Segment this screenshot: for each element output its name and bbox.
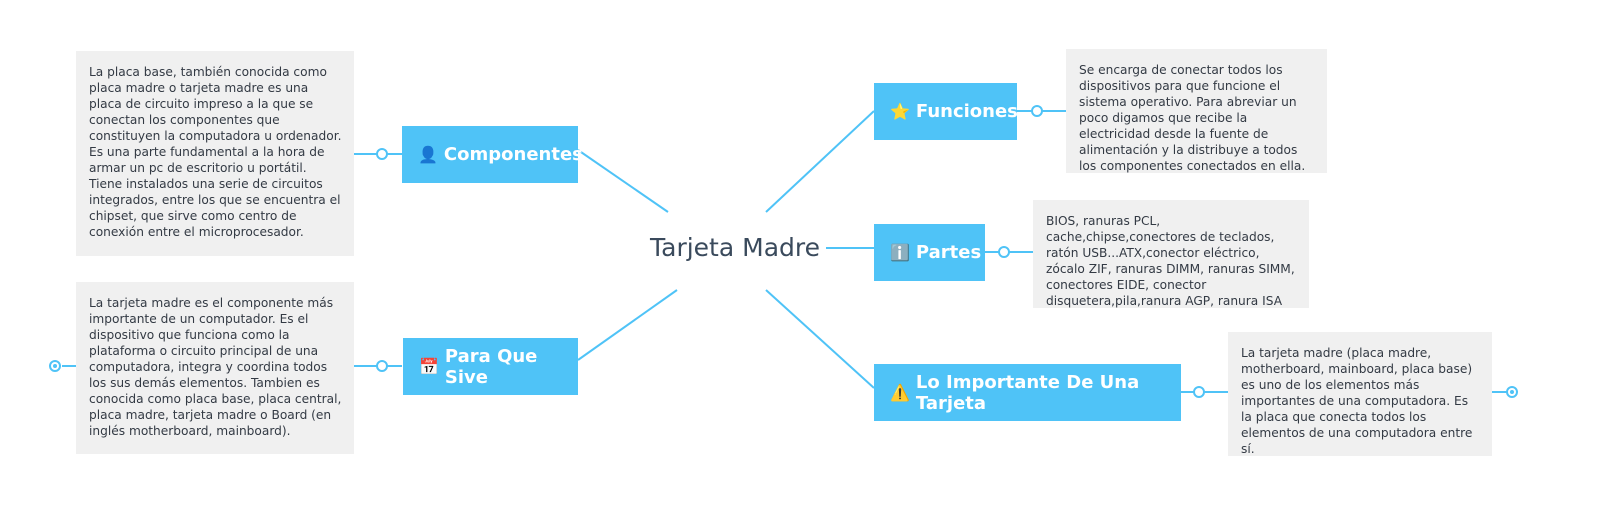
collapse-toggle[interactable] <box>1193 386 1205 398</box>
warning-icon: ⚠️ <box>890 383 910 402</box>
topic-componentes[interactable]: 👤 Componentes <box>402 126 583 183</box>
collapse-dot <box>53 364 57 368</box>
central-topic[interactable]: Tarjeta Madre <box>650 232 820 262</box>
collapse-toggle[interactable] <box>49 360 61 372</box>
topic-para-que-sive[interactable]: 📅 Para Que Sive <box>403 338 578 395</box>
topic-label: Para Que Sive <box>444 345 538 388</box>
note-funciones: Se encarga de conectar todos los disposi… <box>1066 49 1327 173</box>
info-icon: ℹ️ <box>890 243 910 262</box>
topic-label: Partes <box>915 242 982 263</box>
star-icon: ⭐ <box>890 102 910 121</box>
collapse-dot <box>1510 390 1514 394</box>
topic-partes[interactable]: ℹ️ Partes <box>874 224 985 281</box>
note-para-que-sive: La tarjeta madre es el componente más im… <box>76 282 354 454</box>
note-lo-importante: La tarjeta madre (placa madre, motherboa… <box>1228 332 1492 456</box>
note-componentes: La placa base, también conocida como pla… <box>76 51 354 256</box>
calendar-icon: 📅 <box>419 357 439 376</box>
person-icon: 👤 <box>418 145 438 164</box>
topic-label: Funciones <box>915 101 1018 122</box>
topic-label: Componentes <box>443 144 583 165</box>
topic-funciones[interactable]: ⭐ Funciones <box>874 83 1018 140</box>
note-partes: BIOS, ranuras PCL, cache,chipse,conector… <box>1033 200 1309 308</box>
collapse-toggle[interactable] <box>998 246 1010 258</box>
collapse-toggle[interactable] <box>1031 105 1043 117</box>
topic-lo-importante[interactable]: ⚠️ Lo Importante De Una Tarjeta <box>874 364 1181 421</box>
collapse-toggle[interactable] <box>1506 386 1518 398</box>
collapse-toggle[interactable] <box>376 148 388 160</box>
topic-label: Lo Importante De Una Tarjeta <box>915 371 1140 414</box>
collapse-toggle[interactable] <box>376 360 388 372</box>
